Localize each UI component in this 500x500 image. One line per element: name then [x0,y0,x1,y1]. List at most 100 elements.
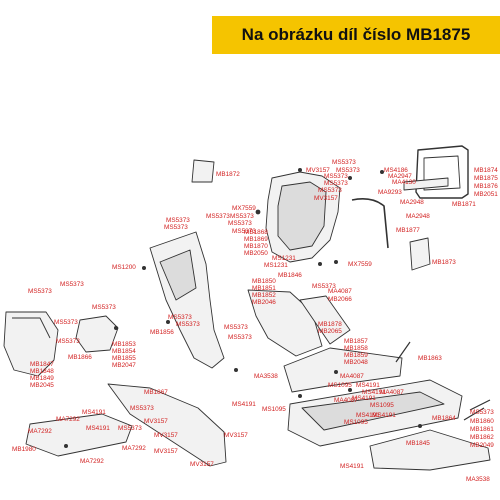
part-label: MS5373 [54,319,78,326]
part-label: MS1095 [370,402,394,409]
part-label: MS5373 [332,159,356,166]
part-label: MS4191 [372,412,396,419]
part-label: MB1874 [474,167,498,174]
part-label: MA4087 [328,288,352,295]
part-label: MA4087 [340,373,364,380]
part-label: MB1857 [344,338,368,345]
footboard-part [283,347,403,393]
part-label: MS4191 [232,401,256,408]
part-label: MS1200 [112,264,136,271]
part-label: MB1877 [396,227,420,234]
front-lower-part [75,315,119,353]
part-label: MA4130 [392,179,416,186]
part-label: MB1853 [112,341,136,348]
part-label: MB1848 [30,368,54,375]
part-label: MS4191 [82,409,106,416]
part-label: MB1870 [244,243,268,250]
part-label: MB1856 [150,329,174,336]
part-label: MB1871 [452,201,476,208]
part-label: MS5373 [230,213,254,220]
part-label: MS5373 [206,213,230,220]
part-label: MB1864 [432,415,456,422]
part-label: MS5373 [166,217,190,224]
part-label: MB2065 [318,328,342,335]
inner-side-part [247,289,323,357]
part-label: MS4191 [356,382,380,389]
part-label: MS4191 [356,412,380,419]
part-label: MA7292 [56,416,80,423]
part-label: MS5373 [336,167,360,174]
part-label: MS5373 [312,283,336,290]
part-label: MB1846 [278,272,302,279]
side-skirt-part [107,383,227,467]
part-label: MS4186 [384,167,408,174]
part-label: MS4191 [352,395,376,402]
part-label: MS5373 [228,220,252,227]
part-label: MA7292 [122,445,146,452]
part-label: MB1873 [432,259,456,266]
part-label: MB1855 [112,355,136,362]
part-label: MB1849 [30,375,54,382]
seal-strip-part [351,198,389,249]
part-label: MS4191 [340,463,364,470]
part-label: MB1869 [244,236,268,243]
part-label: MS1231 [272,255,296,262]
part-label: MB1872 [216,171,240,178]
part-label: MV3157 [306,167,330,174]
part-label: MB1858 [344,345,368,352]
part-label: MB1868 [244,229,268,236]
part-label: MB1875 [474,175,498,182]
part-label: MB2050 [244,250,268,257]
part-label: MB2066 [328,296,352,303]
part-label: MS1231 [264,262,288,269]
part-label: MB2045 [30,382,54,389]
page-title: Na obrázku díl číslo MB1875 [241,25,471,44]
side-panel-part [409,237,431,271]
part-label: MA3538 [466,476,490,483]
part-label: MB1847 [30,361,54,368]
part-label: MS5373 [60,281,84,288]
front-frame-part [415,145,469,199]
part-label: MX7559 [232,205,256,212]
part-label: MS1095 [262,406,286,413]
part-label: MV3157 [144,418,168,425]
part-label: MA9293 [378,189,402,196]
title-banner: Na obrázku díl číslo MB1875 [212,16,500,54]
part-label: MA4087 [334,397,358,404]
part-label: MB1980 [12,446,36,453]
part-label: MB1851 [252,285,276,292]
part-label: MB1878 [318,321,342,328]
part-label: MS1095 [328,382,352,389]
part-label: MB1863 [418,355,442,362]
part-label: MA4087 [380,389,404,396]
part-label: MS5373 [28,288,52,295]
part-label: MB1859 [344,352,368,359]
small-cover-part [191,159,215,183]
part-label: MS5373 [324,180,348,187]
part-label: MV3157 [190,461,214,468]
part-label: MB1876 [474,183,498,190]
part-label: MB1845 [406,440,430,447]
part-label: MV3157 [224,432,248,439]
part-label: MV3157 [154,432,178,439]
part-label: MX7559 [348,261,372,268]
part-label: MB1852 [252,292,276,299]
part-label: MS5373 [56,338,80,345]
part-label: MS5373 [232,228,256,235]
part-label: MV3157 [314,195,338,202]
part-label: MS4191 [362,389,386,396]
part-label: MS5373 [470,409,494,416]
part-label: MS1095 [344,419,368,426]
part-label: MB2051 [474,191,498,198]
part-label: MA7292 [80,458,104,465]
part-label: MS5373 [168,314,192,321]
part-label: MS5373 [130,405,154,412]
part-label: MB1850 [252,278,276,285]
part-label: MS5373 [228,334,252,341]
part-label: MS5373 [176,321,200,328]
part-label: MB2048 [344,359,368,366]
part-label: MS5373 [224,324,248,331]
under-cover-part [25,413,133,457]
part-label: MS5373 [164,224,188,231]
